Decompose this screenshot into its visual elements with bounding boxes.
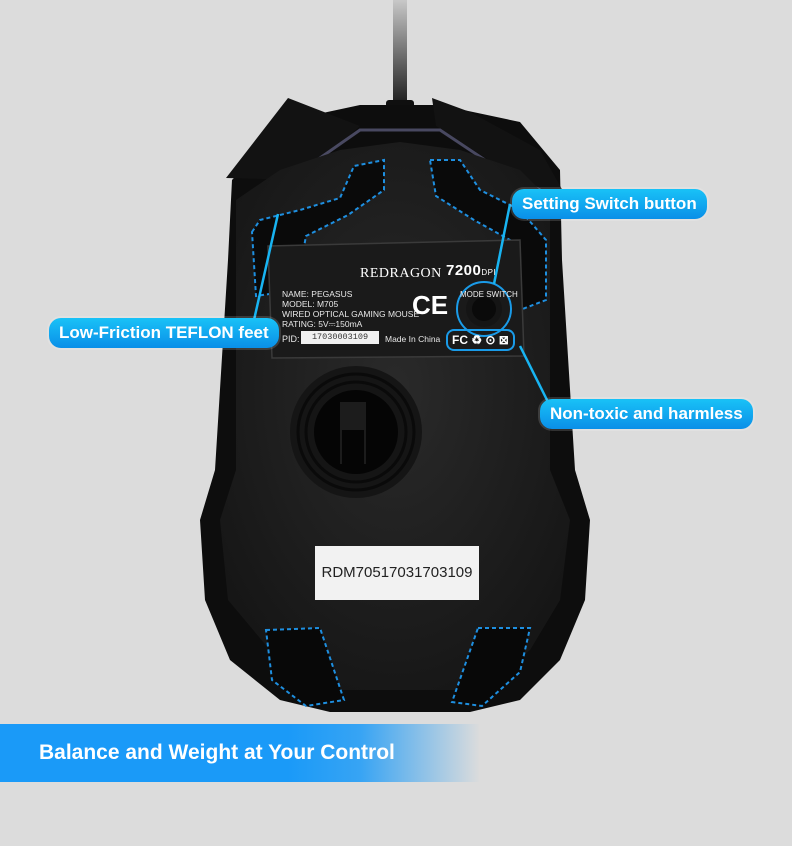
switch-pointer (492, 203, 512, 285)
callout-teflon-feet: Low-Friction TEFLON feet (49, 318, 279, 348)
teflon-pointer (252, 213, 280, 321)
brand-logo: REDRAGON (360, 266, 442, 281)
nontoxic-pointer (518, 345, 550, 403)
ce-mark: CE (412, 290, 449, 320)
type-text: WIRED OPTICAL GAMING MOUSE (282, 309, 420, 319)
dpi-label: 7200DPI (446, 262, 497, 279)
mode-switch-label: MODE SWITCH (460, 290, 518, 299)
model-text: MODEL: M705 (282, 299, 339, 309)
name-text: NAME: PEGASUS (282, 289, 353, 299)
serial-sticker: RDM70517031703109 (315, 546, 479, 600)
pid-label: PID: (282, 334, 300, 344)
callout-non-toxic: Non-toxic and harmless (540, 399, 753, 429)
cable (393, 0, 407, 106)
made-in-text: Made In China (385, 334, 441, 344)
feature-banner (0, 724, 480, 782)
banner-title: Balance and Weight at Your Control (39, 741, 395, 764)
rating-text: RATING: 5V⎓150mA (282, 319, 363, 329)
callout-setting-switch: Setting Switch button (512, 189, 707, 219)
pid-value: 17030003109 (301, 331, 379, 344)
certification-icons: FC ♻ ⊙ ⊠ (446, 329, 515, 351)
